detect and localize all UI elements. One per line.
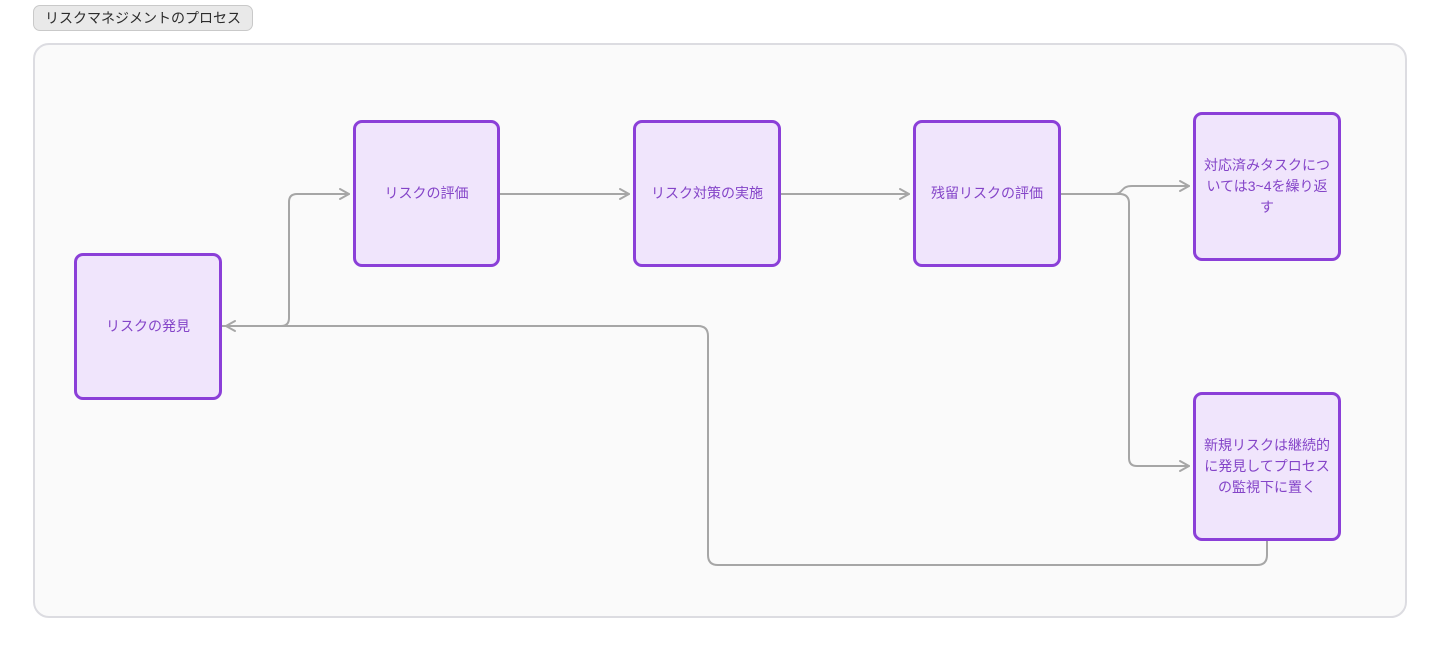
flow-node-residual-risk-assessment: 残留リスクの評価 — [913, 120, 1061, 267]
flow-node-risk-discovery: リスクの発見 — [74, 253, 222, 400]
flow-node-label: リスクの評価 — [384, 185, 469, 201]
flow-node-risk-assessment: リスクの評価 — [353, 120, 500, 267]
flow-node-label: 新規リスクは継続的に発見してプロセスの監視下に置く — [1204, 437, 1330, 495]
flow-node-label: リスクの発見 — [106, 318, 190, 334]
flow-node-label: 対応済みタスクについては3~4を繰り返す — [1204, 157, 1330, 215]
flow-node-monitor-new-risks: 新規リスクは継続的に発見してプロセスの監視下に置く — [1193, 392, 1341, 541]
flow-node-repeat-steps-for-handled-tasks: 対応済みタスクについては3~4を繰り返す — [1193, 112, 1341, 261]
flow-node-label: リスク対策の実施 — [651, 185, 763, 201]
diagram-title-badge: リスクマネジメントのプロセス — [33, 5, 253, 31]
flow-node-risk-countermeasure-implementation: リスク対策の実施 — [633, 120, 781, 267]
flow-node-label: 残留リスクの評価 — [931, 185, 1043, 201]
